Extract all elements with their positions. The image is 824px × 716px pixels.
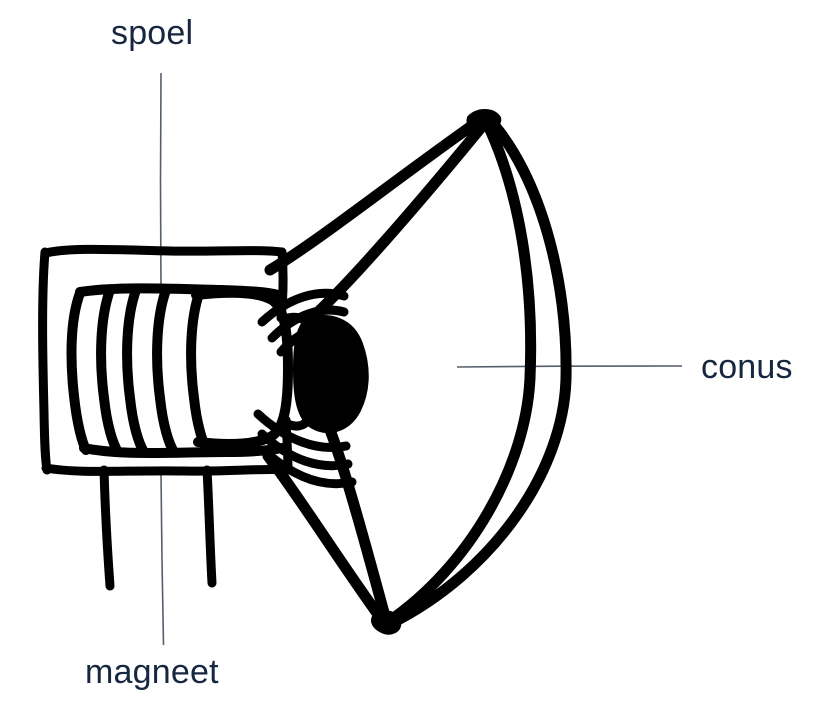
voice-coil-former [191,287,293,449]
magnet-left-edge [38,247,52,475]
cone-apex-cap [466,109,502,131]
coil-turn-2 [96,285,123,457]
coil-turn-1 [66,288,91,455]
magnet-bottom-edge [41,463,293,476]
leader-line-spoel [159,72,162,292]
voice-coil-gap [283,312,313,431]
magnet-top-edge [41,244,287,258]
cone-rim [371,109,572,635]
cone-upper-outer-line [264,114,486,276]
cone-rim-outer-arc [384,114,572,630]
cone-lower-inner-line [324,424,392,626]
coil-turn-3 [122,285,149,457]
spider-arc-upper-2 [267,305,349,343]
cone-upper-inner-line [312,118,490,318]
label-spoel: spoel [111,14,194,52]
cone-base-vertex [371,610,402,635]
terminal-wires [99,465,217,591]
terminal-wire-right [202,465,217,588]
pole-piece [293,315,369,434]
label-magneet: magneet [85,653,219,691]
leader-line-conus [456,365,683,368]
former-outline [191,287,293,449]
leader-line-magneet [160,473,165,646]
pole-piece-shape [293,315,369,434]
gap-outline [283,312,313,431]
terminal-wire-left [99,465,115,591]
coil-turn-4 [152,285,179,457]
cone [262,114,490,626]
cone-lower-outer-line [262,450,388,626]
cone-rim-inner-arc [382,113,537,628]
label-conus: conus [701,348,793,386]
